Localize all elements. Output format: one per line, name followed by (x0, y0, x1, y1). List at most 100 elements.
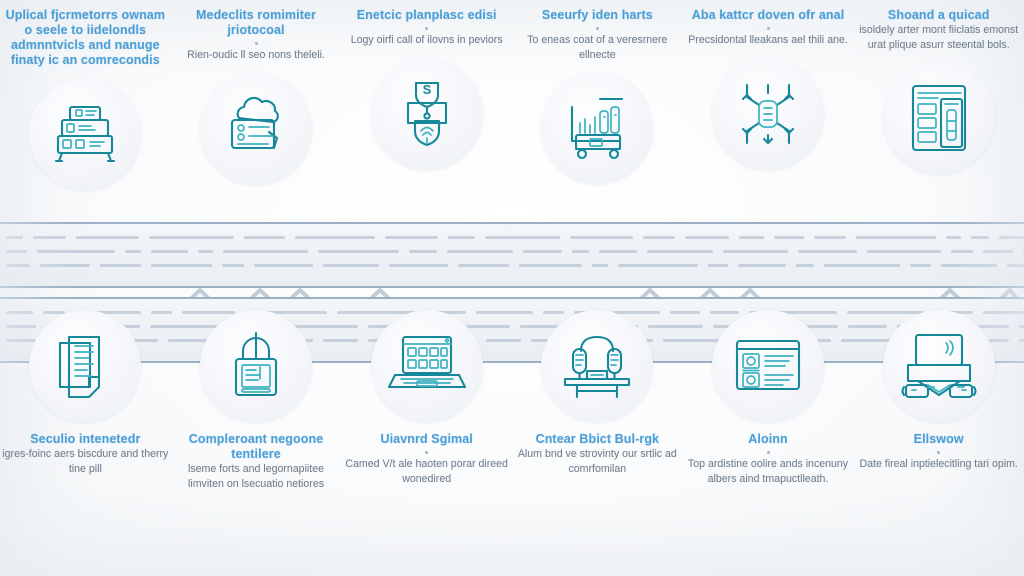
step-body: igres-foinc aers biscdure and therry tin… (2, 448, 169, 475)
step-heading: Ellswow (913, 432, 964, 446)
step-icon-bubble[interactable] (541, 310, 654, 422)
profile-list-icon (735, 339, 801, 391)
step-card-10[interactable]: Cntear Bbict Bul-rgk Alum bnd ve strovin… (512, 310, 683, 568)
faux-text-dash (37, 250, 115, 253)
step-divider-dot (766, 451, 770, 454)
faux-text-dash (618, 264, 698, 267)
faux-text-dash (983, 250, 1013, 253)
faux-text-dash (976, 325, 1009, 328)
faux-text-dash (867, 250, 941, 253)
faux-text-dash (647, 250, 713, 253)
faux-text-dash (486, 339, 521, 342)
step-icon-bubble[interactable] (541, 72, 654, 184)
faux-text-dash (643, 236, 675, 239)
step-body: Precsidontal lleakans ael thili ane. (688, 34, 848, 46)
faux-text-dash (75, 311, 141, 314)
step-text-block: Uplical fjcrmetorrs ownam o seele to iid… (1, 8, 169, 68)
faux-text-dash (710, 311, 739, 314)
step-card-7[interactable]: Seculio intenetedr igres-foinc aers bisc… (0, 310, 171, 568)
step-icon-bubble[interactable] (200, 310, 312, 422)
step-text-block: Uiavnrd Sgimal Camed V/t ale haoten pora… (343, 432, 511, 486)
faux-text-dash (814, 236, 846, 239)
faux-text-dash (151, 250, 188, 253)
faux-text-dash (941, 264, 997, 267)
step-heading: Cntear Bbict Bul-rgk (535, 432, 660, 446)
step-divider-dot (425, 451, 429, 454)
step-icon-bubble[interactable] (29, 310, 142, 422)
faux-text-dash (295, 236, 375, 239)
faux-text-dash (971, 236, 989, 239)
faux-text-dash (572, 250, 589, 253)
faux-text-dash (254, 264, 313, 267)
step-card-8[interactable]: Compleroant negoone tentilere lseme fort… (171, 310, 342, 568)
step-card-11[interactable]: Aloinn Top ardistine oolire ands incenun… (683, 310, 854, 568)
stacked-documents-icon (59, 335, 101, 399)
step-icon-bubble[interactable] (29, 78, 142, 190)
step-body: Alum bnd ve strovinty our srtlic ad comr… (517, 448, 677, 475)
faux-text-dash (798, 250, 857, 253)
faux-text-dash (599, 250, 637, 253)
step-card-9[interactable]: Uiavnrd Sgimal Camed V/t ale haoten pora… (341, 310, 512, 568)
step-card-2[interactable]: Medeclits romimiter jriotocoal Rien-oudi… (171, 8, 342, 238)
step-card-5[interactable]: Aba kattcr doven ofr anal Precsidontal l… (683, 8, 854, 238)
faux-text-dash (519, 264, 582, 267)
upper-timeline-rail (0, 222, 1024, 288)
faux-text-dash (520, 325, 562, 328)
step-heading: Seculio intenetedr (30, 432, 141, 446)
step-icon-bubble[interactable] (882, 62, 995, 174)
faux-text-dash (448, 236, 475, 239)
faux-text-dash (198, 250, 213, 253)
faux-text-dash (982, 339, 1009, 342)
faux-text-dash (613, 311, 660, 314)
step-body: Rien-oudic ll seo nons theleli. (187, 49, 325, 61)
step-text-block: Seeurfy iden harts To eneas coat of a ve… (513, 8, 681, 62)
faux-text-dash (841, 339, 894, 342)
faux-text-dash (223, 250, 308, 253)
step-icon-bubble[interactable]: S (370, 57, 483, 170)
faux-text-dash (723, 250, 788, 253)
faux-text-dash (1019, 325, 1024, 328)
step-card-1[interactable]: Uplical fjcrmetorrs ownam o seele to iid… (0, 8, 171, 238)
step-icon-bubble[interactable] (712, 310, 825, 422)
faux-text-dash (592, 264, 608, 267)
faux-text-dash (151, 264, 212, 267)
step-text-block: Shoand a quicad isoldely arter mont fiic… (855, 8, 1023, 52)
step-card-6[interactable]: Shoand a quicad isoldely arter mont fiic… (853, 8, 1024, 238)
step-text-block: Seculio intenetedr igres-foinc aers bisc… (1, 432, 169, 476)
faux-text-dash (999, 236, 1024, 239)
network-distribution-icon (741, 83, 795, 144)
step-card-4[interactable]: Seeurfy iden harts To eneas coat of a ve… (512, 8, 683, 238)
step-body: Camed V/t ale haoten porar direed wonedi… (345, 458, 508, 485)
faux-text-dash (485, 236, 560, 239)
step-icon-bubble[interactable] (200, 72, 312, 185)
faux-text-dash (168, 339, 216, 342)
faux-text-dash (6, 264, 30, 267)
faux-text-dash (774, 236, 804, 239)
faux-text-dash (337, 311, 418, 314)
step-icon-bubble[interactable] (882, 310, 995, 422)
step-card-12[interactable]: Ellswow Date fireal inptielecitling tari… (853, 310, 1024, 568)
step-card-3[interactable]: Enetcic planplasc edisi Logy oirfi call … (341, 8, 512, 238)
faux-text-dash (1019, 339, 1024, 342)
step-body: Top ardistine oolire ands incenuny alber… (687, 458, 849, 485)
step-icon-bubble[interactable] (712, 57, 825, 170)
step-text-block: Aloinn Top ardistine oolire ands incenun… (684, 432, 852, 486)
faux-text-dash (6, 250, 27, 253)
faux-text-dash (847, 311, 924, 314)
faux-text-dash (444, 325, 510, 328)
faux-text-dash (182, 311, 235, 314)
step-divider-dot (595, 27, 599, 30)
step-icon-bubble[interactable] (370, 310, 483, 422)
faux-text-dash (409, 250, 437, 253)
step-text-block: Enetcic planplasc edisi Logy oirfi call … (343, 8, 511, 48)
faux-text-dash (738, 264, 786, 267)
faux-text-dash (122, 325, 140, 328)
step-heading: Uiavnrd Sgimal (380, 432, 473, 446)
presentation-screen-icon (901, 333, 977, 399)
padlock-record-icon (234, 331, 278, 397)
step-text-block: Aba kattcr doven ofr anal Precsidontal l… (684, 8, 852, 48)
faux-text-dash (856, 236, 936, 239)
step-heading: Seeurfy iden harts (541, 8, 653, 22)
faux-text-dash (824, 264, 900, 267)
faux-text-dash (244, 236, 285, 239)
